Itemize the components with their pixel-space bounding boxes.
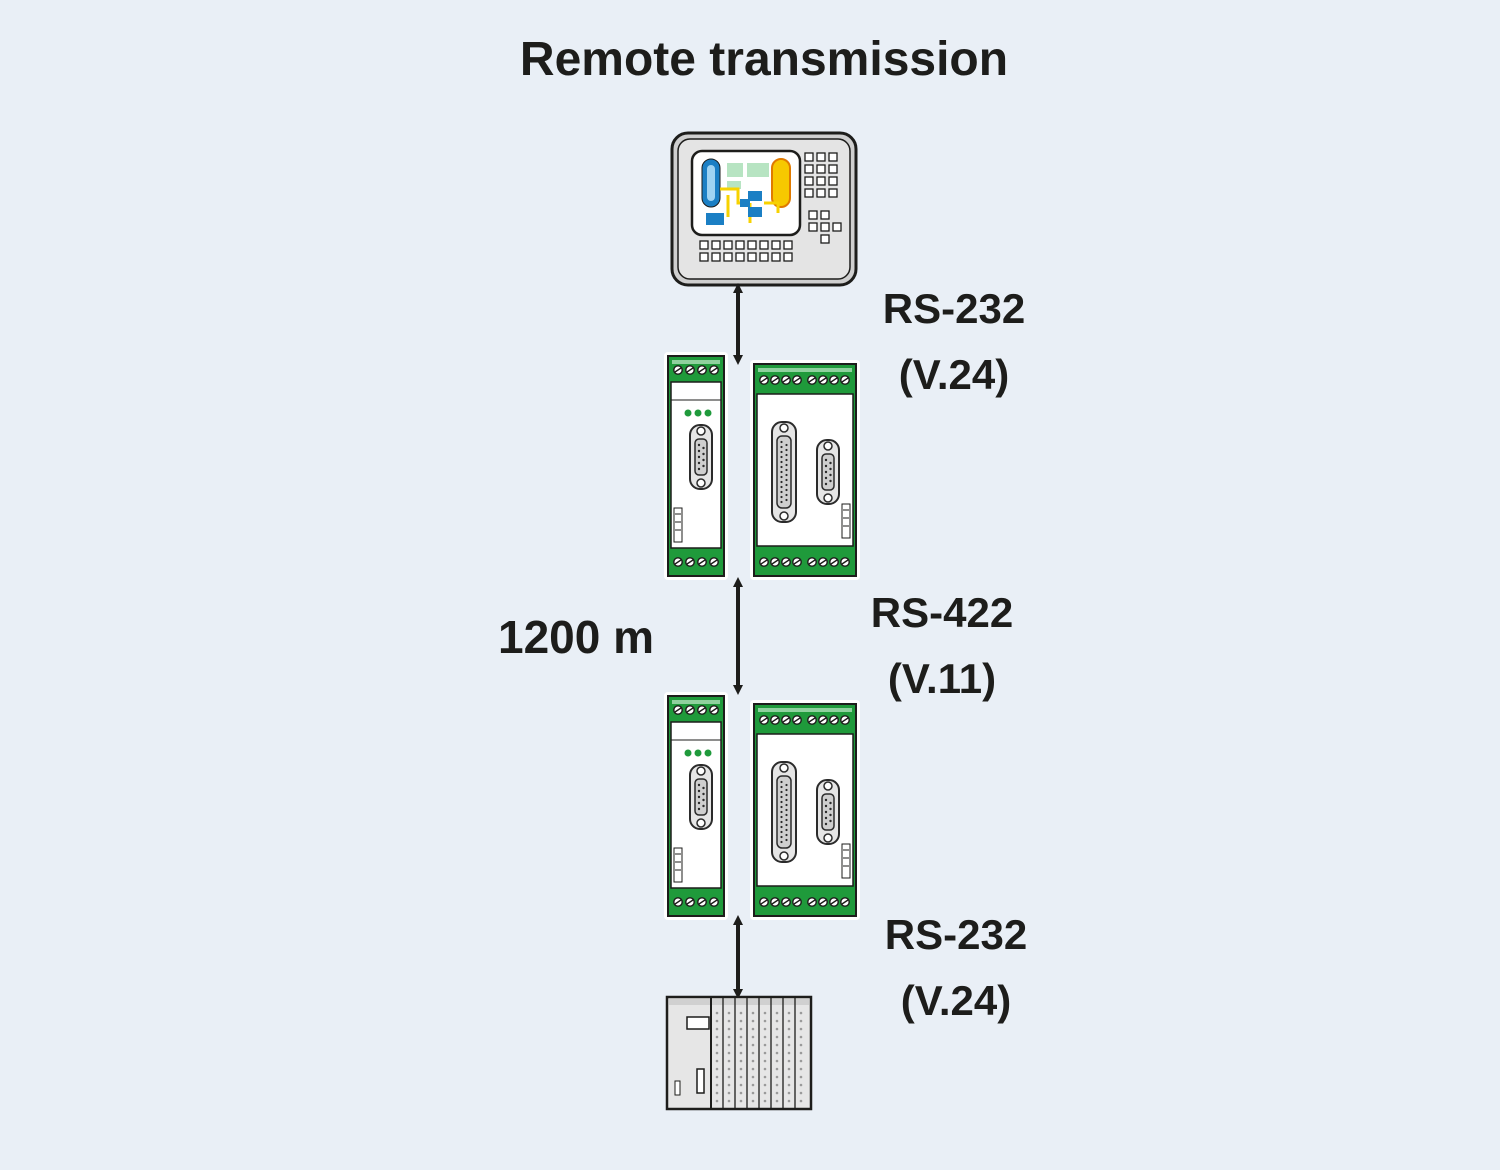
link-middle-protocol: RS-422 <box>870 589 1014 636</box>
link-top-standard: (V.24) <box>898 351 1010 398</box>
link-top-protocol: RS-232 <box>882 285 1026 332</box>
link-label-top: RS-232 (V.24) <box>844 276 1064 408</box>
distance-label: 1200 m <box>498 611 655 663</box>
link-label-bottom: RS-232 (V.24) <box>846 902 1066 1034</box>
link-bottom-standard: (V.24) <box>900 977 1012 1024</box>
operator-panel-icon <box>670 131 858 287</box>
plc-rack-icon <box>665 995 813 1111</box>
link-bottom-protocol: RS-232 <box>884 911 1028 958</box>
link-label-middle: RS-422 (V.11) <box>832 580 1052 712</box>
converter-module-pair-icon <box>664 352 860 580</box>
link-middle-standard: (V.11) <box>887 655 997 702</box>
diagram-title: Remote transmission <box>519 33 1009 86</box>
converter-module-pair-icon <box>664 692 860 920</box>
